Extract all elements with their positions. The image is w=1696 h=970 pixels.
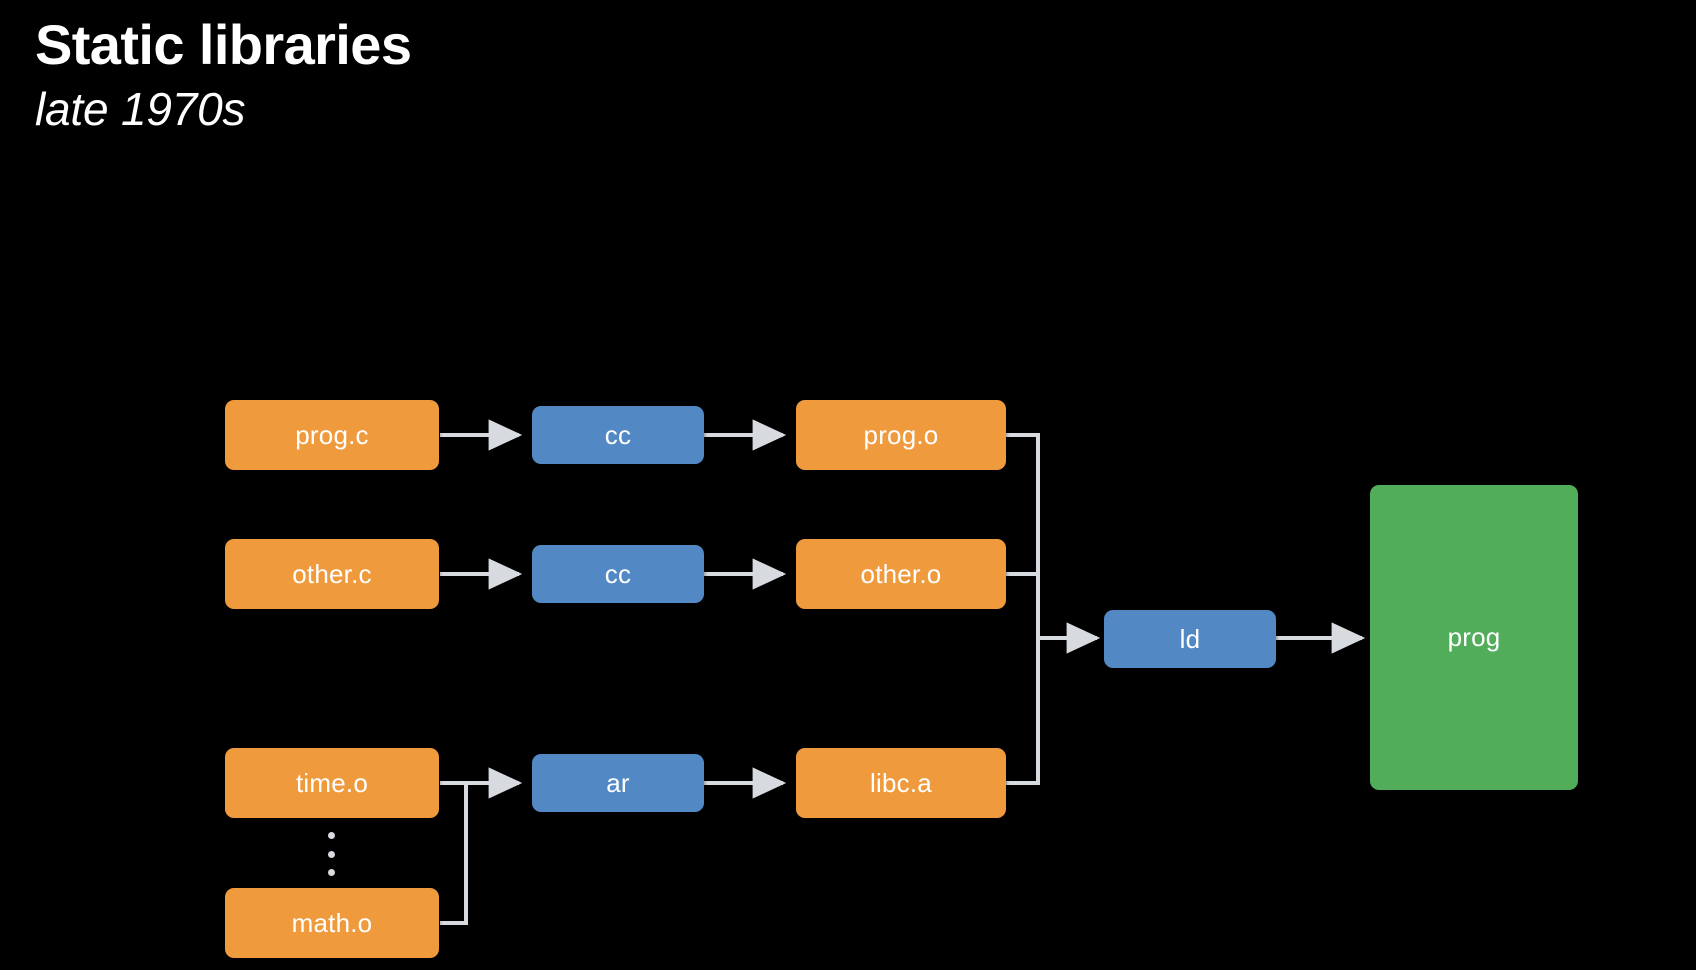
- node-label: prog.o: [863, 419, 939, 450]
- node-label: ld: [1179, 623, 1201, 654]
- node-label: math.o: [291, 907, 373, 938]
- node-cc-1[interactable]: cc: [532, 406, 704, 464]
- slide-heading: Static libraries late 1970s: [35, 13, 935, 136]
- node-prog[interactable]: prog: [1370, 485, 1578, 790]
- node-label: time.o: [295, 767, 368, 798]
- vertical-ellipsis-icon: [328, 832, 335, 876]
- node-label: other.o: [860, 558, 942, 589]
- node-label: cc: [604, 558, 632, 589]
- node-label: ar: [606, 767, 630, 798]
- node-libc-a[interactable]: libc.a: [796, 748, 1006, 818]
- node-prog-o[interactable]: prog.o: [796, 400, 1006, 470]
- node-label: cc: [604, 419, 632, 450]
- page-subtitle: late 1970s: [35, 82, 246, 135]
- node-math-o[interactable]: math.o: [225, 888, 439, 958]
- node-time-o[interactable]: time.o: [225, 748, 439, 818]
- node-ar[interactable]: ar: [532, 754, 704, 812]
- node-other-c[interactable]: other.c: [225, 539, 439, 609]
- node-label: libc.a: [870, 767, 932, 798]
- node-label: prog: [1447, 622, 1501, 652]
- node-ld[interactable]: ld: [1104, 610, 1276, 668]
- node-label: prog.c: [295, 419, 369, 450]
- page-title: Static libraries: [35, 13, 412, 76]
- node-prog-c[interactable]: prog.c: [225, 400, 439, 470]
- wire-matho-to-ar-bus: [440, 783, 468, 925]
- node-label: other.c: [292, 558, 372, 589]
- node-other-o[interactable]: other.o: [796, 539, 1006, 609]
- node-cc-2[interactable]: cc: [532, 545, 704, 603]
